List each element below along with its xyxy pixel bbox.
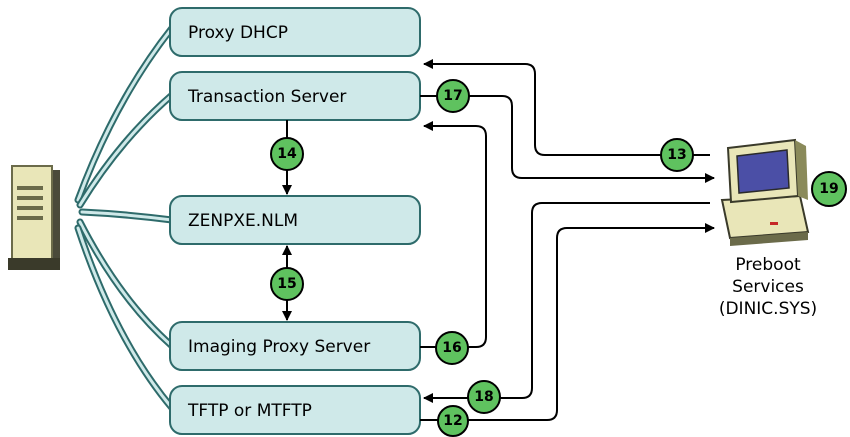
box-transaction-server: Transaction Server xyxy=(169,71,421,121)
step-badge-13: 13 xyxy=(660,138,694,172)
server-tower-icon xyxy=(8,165,60,270)
server-connectors xyxy=(74,24,176,412)
step-badge-17: 17 xyxy=(436,79,470,113)
step-18-arrow xyxy=(423,202,710,403)
step-badge-19: 19 xyxy=(811,171,847,207)
step-badge-16: 16 xyxy=(435,331,469,365)
svg-text:16: 16 xyxy=(442,340,461,356)
imaging-proxy-label: Imaging Proxy Server xyxy=(188,337,370,357)
svg-text:18: 18 xyxy=(474,389,493,405)
client-label-line3: (DINIC.SYS) xyxy=(719,299,817,319)
box-tftp: TFTP or MTFTP xyxy=(169,385,421,435)
zenpxe-label: ZENPXE.NLM xyxy=(188,211,298,231)
desktop-computer-icon xyxy=(720,138,810,246)
step-12-arrow xyxy=(420,223,715,421)
client-label-line1: Preboot xyxy=(735,255,801,275)
box-imaging-proxy: Imaging Proxy Server xyxy=(169,321,421,371)
svg-text:13: 13 xyxy=(667,147,686,163)
client-label-line2: Services xyxy=(732,277,804,297)
step-13-arrow xyxy=(423,59,710,156)
step-16-arrow xyxy=(420,121,487,348)
step-badge-15: 15 xyxy=(270,267,304,301)
tftp-label: TFTP or MTFTP xyxy=(187,401,312,421)
proxy-dhcp-label: Proxy DHCP xyxy=(188,23,288,43)
transaction-server-label: Transaction Server xyxy=(187,87,346,107)
svg-text:17: 17 xyxy=(443,88,462,104)
step-badge-18: 18 xyxy=(467,380,501,414)
step-badge-12: 12 xyxy=(437,405,469,437)
box-proxy-dhcp: Proxy DHCP xyxy=(169,7,421,57)
box-zenpxe: ZENPXE.NLM xyxy=(169,195,421,245)
client-label: Preboot Services (DINIC.SYS) xyxy=(719,255,817,319)
svg-text:14: 14 xyxy=(277,146,297,162)
svg-text:15: 15 xyxy=(277,276,296,292)
step-badge-14: 14 xyxy=(270,137,304,171)
flow-arrows xyxy=(420,59,715,421)
svg-text:19: 19 xyxy=(819,181,838,197)
svg-text:12: 12 xyxy=(443,413,462,429)
step-17-arrow xyxy=(420,95,715,183)
